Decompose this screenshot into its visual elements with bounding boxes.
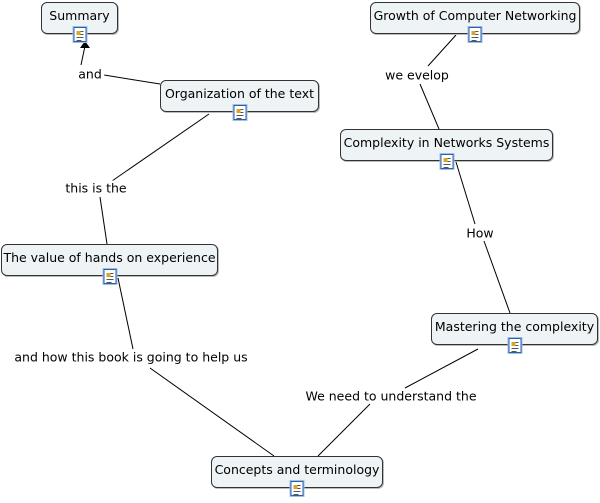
node-label: Concepts and terminology [214,461,380,477]
node-label: Growth of Computer Networking [373,7,577,23]
link-label-how-book: and how this book is going to help us [12,349,250,365]
node-value[interactable]: The value of hands on experience [1,244,218,284]
line-complexity-how [455,161,476,225]
node-label: Summary [49,7,110,23]
line-organization-thisis [111,113,210,182]
link-label-and: and [76,66,104,82]
node-complexity[interactable]: Complexity in Networks Systems [340,129,553,169]
link-label-this-is-the: this is the [63,180,129,196]
document-icon[interactable] [290,481,304,496]
document-icon[interactable] [103,269,116,284]
line-evelop-complexity [419,83,440,130]
node-label: The value of hands on experience [3,249,216,265]
link-label-we-evelop: we evelop [383,67,451,83]
link-label-understand: We need to understand the [303,388,479,404]
node-concepts[interactable]: Concepts and terminology [211,456,383,496]
line-mastering-understand [404,348,479,389]
document-icon[interactable] [468,27,482,42]
arrow-head-icon [80,41,90,48]
line-growth-evelop [427,34,457,67]
node-label: Mastering the complexity [434,318,595,334]
line-how-mastering [483,240,511,314]
node-mastering[interactable]: Mastering the complexity [431,313,598,353]
document-icon[interactable] [508,338,521,353]
node-organization[interactable]: Organization of the text [160,80,319,120]
link-label-how: How [464,225,496,241]
line-value-howbook [117,277,134,350]
node-summary[interactable]: Summary [41,2,118,42]
line-and-summary [80,45,86,66]
node-growth[interactable]: Growth of Computer Networking [370,2,580,42]
line-organization-and [103,74,161,85]
line-howbook-concepts [149,367,275,457]
node-label: Complexity in Networks Systems [343,134,550,150]
document-icon[interactable] [73,27,86,42]
line-understand-concepts [317,403,371,457]
document-icon[interactable] [233,105,246,120]
node-label: Organization of the text [164,85,315,101]
line-thisis-value [99,196,108,245]
document-icon[interactable] [440,154,453,169]
